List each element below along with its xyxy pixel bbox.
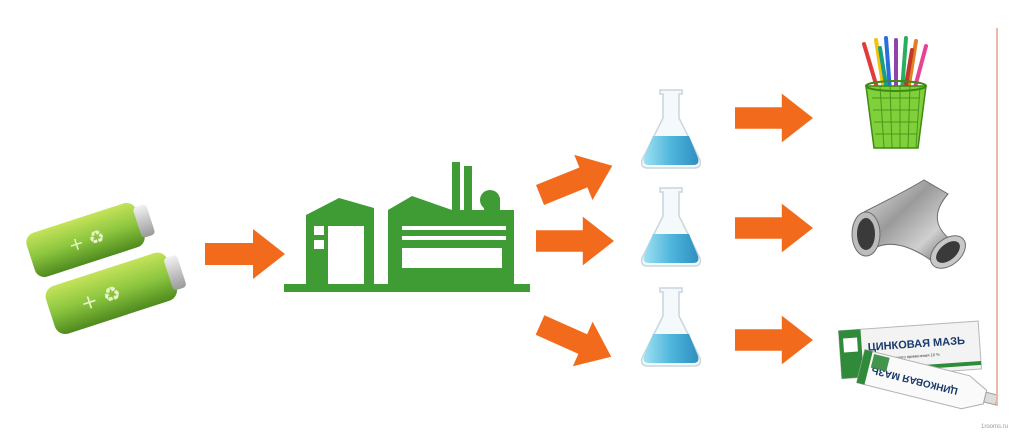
arrow-icon: [531, 143, 622, 219]
arrow-icon: [735, 203, 813, 253]
arrow-icon: [735, 93, 813, 143]
flask-icon: [640, 286, 702, 368]
factory-icon: [284, 160, 534, 296]
arrow-icon: [530, 302, 622, 379]
flask-icon: [640, 88, 702, 170]
ointment-tube-icon: ЦИНКОВАЯ МАЗЬ мазь для наружного примене…: [837, 320, 1000, 410]
ointment-box-subtitle: мазь для наружного применения 10 %: [868, 352, 940, 362]
watermark: 1rooms.ru: [980, 424, 1008, 430]
arrow-icon: [536, 216, 614, 266]
batteries-icon: + ♻ + ♻: [18, 178, 218, 335]
flask-icon: [640, 186, 702, 268]
pipe-elbow-icon: [844, 172, 974, 272]
arrow-icon: [205, 229, 285, 279]
divider-line: [996, 28, 998, 406]
pencil-cup-icon: [856, 36, 936, 154]
arrow-icon: [735, 315, 813, 365]
